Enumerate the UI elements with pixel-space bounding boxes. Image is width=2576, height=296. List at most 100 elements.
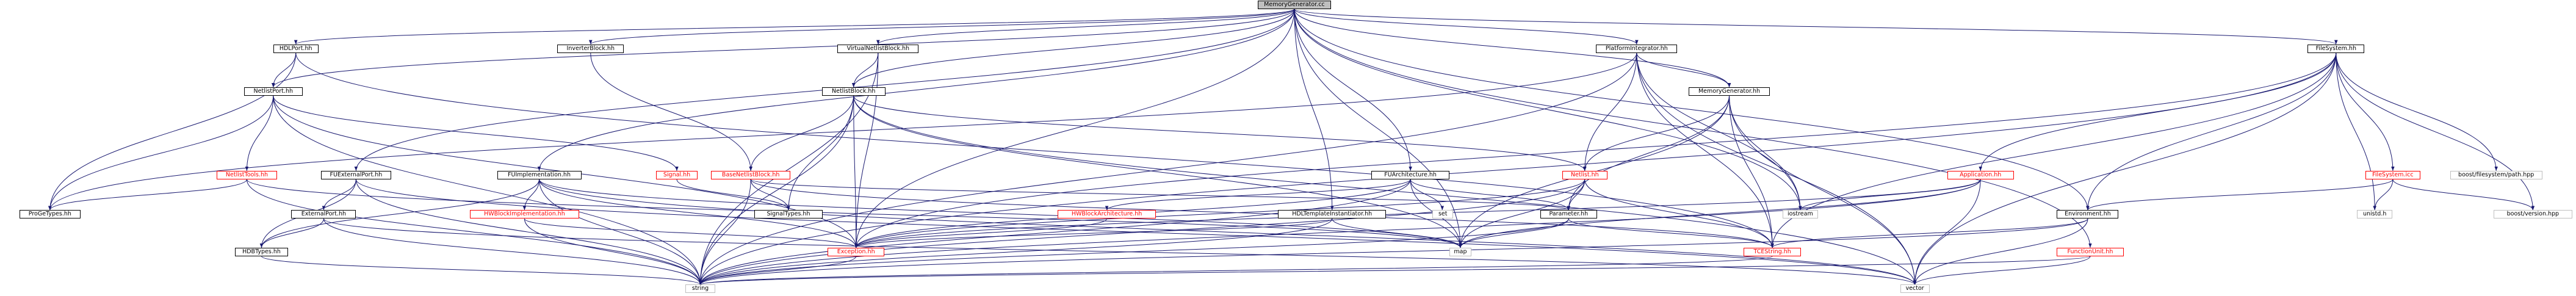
node-netlistblock-hh[interactable]: NetlistBlock.hh (821, 87, 886, 96)
edge-basenetlistblock-to-tcestring (750, 179, 1774, 248)
node-hdlport-hh[interactable]: HDLPort.hh (273, 44, 319, 53)
edge-filesystem-to-exception (854, 52, 2337, 248)
edge-basenetlistblock-to-parameter (750, 179, 1570, 211)
node-filesystem-hh[interactable]: FileSystem.hh (2307, 44, 2365, 53)
node-netlist-hh[interactable]: Netlist.hh (1562, 170, 1607, 179)
edge-netlistblock-to-map (853, 95, 1462, 248)
edge-memgen_cc-to-hdlport (294, 9, 1295, 45)
edge-memgen_hh-to-iostream (1729, 95, 1802, 211)
node-hdltemplateinstantiator-hh[interactable]: HDLTemplateInstantiator.hh (1278, 210, 1386, 219)
edge-memgen_cc-to-netlistport (272, 9, 1295, 87)
edge-filesystem-to-string (698, 52, 2337, 285)
edge-hwblockarch-to-exception (854, 218, 1108, 248)
node-hwblockarchitecture-hh[interactable]: HWBlockArchitecture.hh (1058, 210, 1156, 219)
edge-fuarchitecture-to-string (698, 179, 1411, 285)
edge-platformintegrator-to-progetypes (48, 52, 1637, 211)
edge-memgen_cc-to-memgen_hh (1294, 9, 1731, 87)
node-exception-hh[interactable]: Exception.hh (828, 247, 885, 256)
edge-fuexternalport-to-string (355, 179, 702, 285)
edge-netlistblock-to-vector (853, 95, 1917, 285)
edge-netlistblock-to-basenetlistblock (749, 95, 854, 171)
edge-memgen_hh-to-vector (1729, 95, 1917, 285)
edge-memgen_cc-to-functionunit (1294, 9, 2092, 248)
edge-hwblockimpl-to-string (524, 218, 702, 285)
node-platformintegrator-hh[interactable]: PlatformIntegrator.hh (1596, 44, 1678, 53)
edge-memgen_cc-to-inverter (589, 9, 1295, 45)
node-parameter-hh[interactable]: Parameter.hh (1540, 210, 1597, 219)
node-memorygenerator-hh[interactable]: MemoryGenerator.hh (1688, 87, 1770, 96)
edge-memgen_cc-to-exception (854, 9, 1295, 248)
edge-memgen_cc-to-virtualnetlist (876, 9, 1295, 45)
edge-virtualnetlist-to-netlistblock (851, 52, 879, 87)
edge-basenetlistblock-to-string (698, 179, 751, 285)
edge-hdlport-to-tcestring (295, 52, 1774, 248)
edge-memgen_cc-to-filesystem (1294, 9, 2338, 45)
edge-memgen_cc-to-hdltemplate (1294, 9, 1334, 211)
edge-fuexternalport-to-externalport (322, 179, 356, 211)
node-netlisttools-hh[interactable]: NetlistTools.hh (216, 170, 278, 179)
edge-parameter-to-string (698, 218, 1569, 285)
node-vector: vector (1900, 284, 1930, 294)
node-hwblockimplementation-hh[interactable]: HWBlockImplementation.hh (470, 210, 579, 219)
edge-netlistblock-to-signaltypes (787, 95, 854, 211)
node-signal-hh[interactable]: Signal.hh (656, 170, 698, 179)
node-progetypes-hh[interactable]: ProGeTypes.hh (20, 210, 81, 219)
node-signaltypes-hh[interactable]: SignalTypes.hh (754, 210, 823, 219)
edge-memgen_hh-to-parameter (1567, 95, 1730, 211)
edge-hdlport-to-netlistport (271, 52, 297, 87)
edge-fuimplementation-to-hwblockimpl (522, 179, 540, 211)
node-basenetlistblock-hh[interactable]: BaseNetlistBlock.hh (711, 170, 791, 179)
edge-fuimplementation-to-exception (539, 179, 858, 248)
edge-parameter-to-map (1459, 218, 1569, 248)
edge-application-to-string (698, 179, 1981, 285)
edge-filesystem_icc-to-environment (2086, 179, 2394, 211)
edge-filesystem-to-vector (1913, 52, 2337, 285)
edge-filesystem-to-boost_path (2336, 52, 2498, 171)
edge-filesystem-to-tcestring (1770, 52, 2337, 248)
edge-parameter-to-tcestring (1568, 218, 1774, 248)
edge-netlisttools-to-string (246, 179, 702, 285)
node-fuimplementation-hh[interactable]: FUImplementation.hh (497, 170, 582, 179)
edge-filesystem-to-application (1979, 52, 2337, 171)
edge-fuarchitecture-to-parameter (1410, 179, 1571, 211)
edge-filesystem-to-unistd (2336, 52, 2376, 211)
edge-filesystem-to-environment (2086, 52, 2337, 211)
edge-platformintegrator-to-string (698, 52, 1637, 285)
node-hdbtypes-hh[interactable]: HDBTypes.hh (235, 247, 288, 256)
edge-hdltemplate-to-string (698, 218, 1333, 285)
node-functionunit-hh[interactable]: FunctionUnit.hh (2057, 247, 2124, 256)
edge-netlist-to-exception (854, 179, 1586, 248)
node-boost-version-hpp: boost/version.hpp (2494, 210, 2572, 219)
edge-hdbtypes-to-string (261, 256, 702, 285)
node-netlistport-hh[interactable]: NetlistPort.hh (244, 87, 303, 96)
node-fuarchitecture-hh[interactable]: FUArchitecture.hh (1371, 170, 1450, 179)
edge-virtualnetlist-to-exception (854, 52, 879, 248)
node-map: map (1449, 247, 1471, 256)
edge-application-to-map (1459, 179, 1981, 248)
edge-environment-to-string (699, 218, 2088, 285)
edge-memgen_cc-to-map (1294, 9, 1462, 248)
node-filesystem-icc[interactable]: FileSystem.icc (2365, 170, 2420, 179)
node-externalport-hh[interactable]: ExternalPort.hh (291, 210, 356, 219)
edge-memgen_cc-to-iostream (1294, 9, 1802, 211)
node-tcestring-hh[interactable]: TCEString.hh (1743, 247, 1802, 256)
edge-externalport-to-vector (323, 218, 1917, 285)
edge-filesystem-to-boost_version (2336, 52, 2535, 211)
edge-memgen_hh-to-netlist (1583, 95, 1730, 171)
edge-hdltemplate-to-exception (854, 218, 1333, 248)
node-memorygenerator-cc: MemoryGenerator.cc (1257, 0, 1332, 9)
node-environment-hh[interactable]: Environment.hh (2057, 210, 2119, 219)
node-virtualnetlistblock-hh[interactable]: VirtualNetlistBlock.hh (837, 44, 919, 53)
edge-netlist-to-string (698, 179, 1586, 285)
edge-netlistport-to-netlisttools (245, 95, 274, 171)
edge-platformintegrator-to-memgen_hh (1636, 52, 1731, 87)
node-fuexternalport-hh[interactable]: FUExternalPort.hh (320, 170, 392, 179)
edge-hdltemplate-to-map (1332, 218, 1462, 248)
dependency-edges (48, 9, 2535, 285)
edge-exception-to-string (698, 256, 857, 285)
node-application-hh[interactable]: Application.hh (1947, 170, 2014, 179)
node-inverterblock-hh[interactable]: InverterBlock.hh (557, 44, 624, 53)
edge-netlisttools-to-progetypes (48, 179, 247, 211)
edge-application-to-exception (854, 179, 1981, 248)
edge-memgen_cc-to-environment (1294, 9, 2090, 211)
